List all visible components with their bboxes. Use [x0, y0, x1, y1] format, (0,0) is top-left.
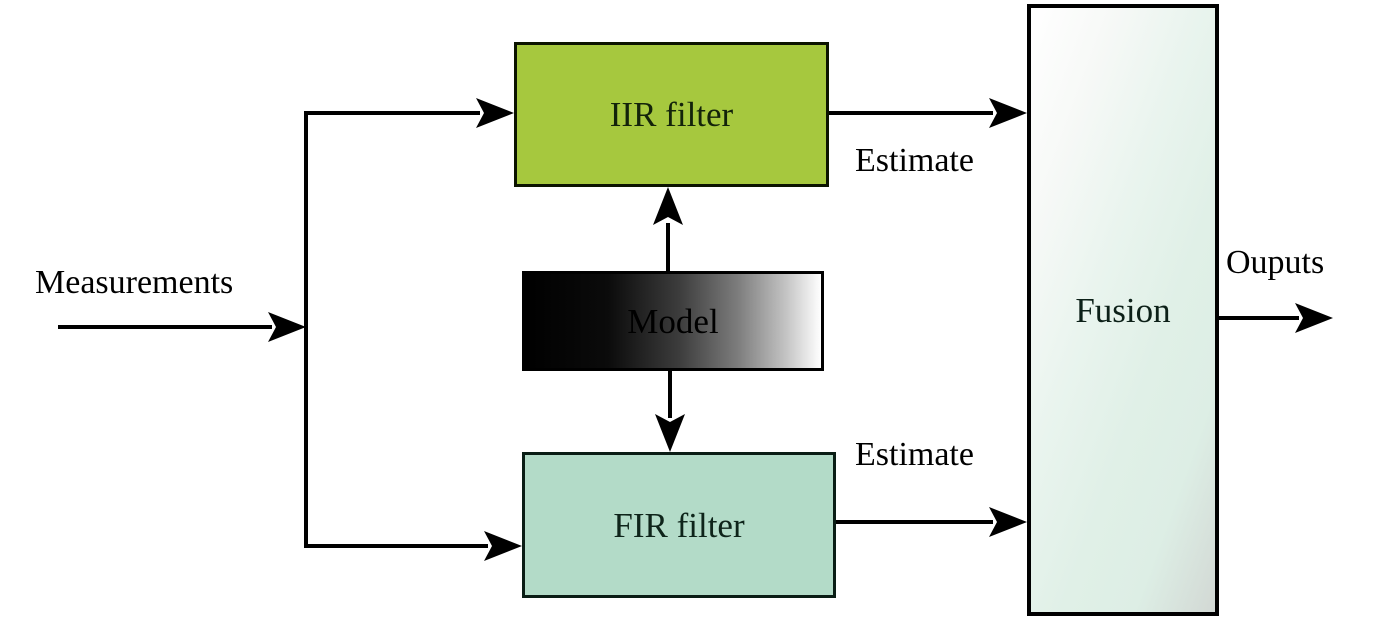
model-node: Model: [522, 271, 824, 371]
branch-to-fir-arrow: [304, 531, 522, 561]
fusion-label: Fusion: [1075, 290, 1171, 330]
fir-to-fusion-arrow: [836, 507, 1027, 537]
estimate-bottom-label: Estimate: [855, 436, 974, 473]
outputs-label: Ouputs: [1226, 244, 1325, 281]
measurements-label: Measurements: [35, 264, 234, 301]
fir-filter-label: FIR filter: [613, 505, 745, 545]
fusion-output-arrow: [1219, 303, 1333, 333]
model-to-fir-arrow: [655, 370, 685, 452]
iir-filter-label: IIR filter: [609, 95, 734, 134]
iir-filter-node: IIR filter: [514, 42, 829, 187]
fir-filter-node: FIR filter: [522, 452, 836, 598]
fusion-node: Fusion: [1027, 4, 1219, 616]
model-label: Model: [627, 301, 719, 341]
branch-to-iir-arrow: [304, 98, 514, 128]
model-to-iir-arrow: [653, 187, 683, 272]
measurements-arrow: [58, 312, 306, 342]
estimate-top-label: Estimate: [855, 142, 974, 179]
iir-to-fusion-arrow: [829, 98, 1027, 128]
